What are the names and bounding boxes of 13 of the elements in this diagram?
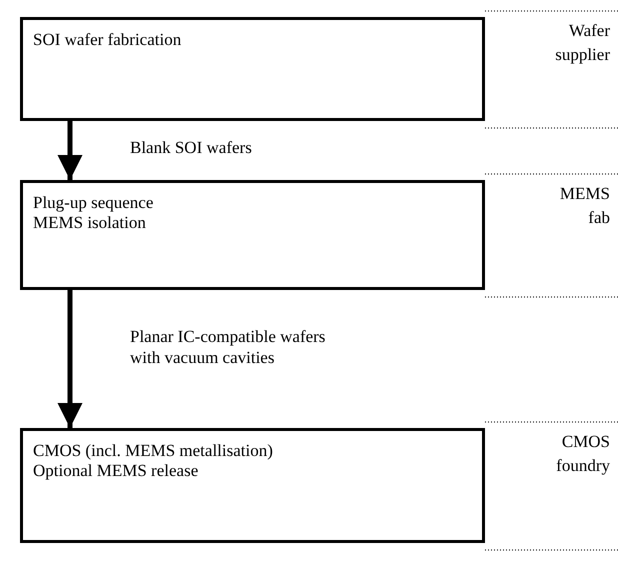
step-text: MEMS isolation [33, 213, 147, 233]
process-box [20, 17, 485, 121]
stage-label: CMOS foundry [555, 431, 610, 477]
stage-label: Wafer supplier [554, 20, 610, 66]
stage-label: MEMS fab [558, 183, 610, 229]
arrow [58, 290, 82, 428]
step-text: SOI wafer fabrication [33, 30, 182, 50]
step-text: Plug-up sequence [33, 193, 154, 213]
arrow [58, 121, 82, 180]
step-text: Optional MEMS release [33, 461, 200, 481]
step-text: CMOS (incl. MEMS metallisation) [33, 441, 274, 461]
process-box [20, 180, 485, 290]
process-box [20, 428, 485, 543]
